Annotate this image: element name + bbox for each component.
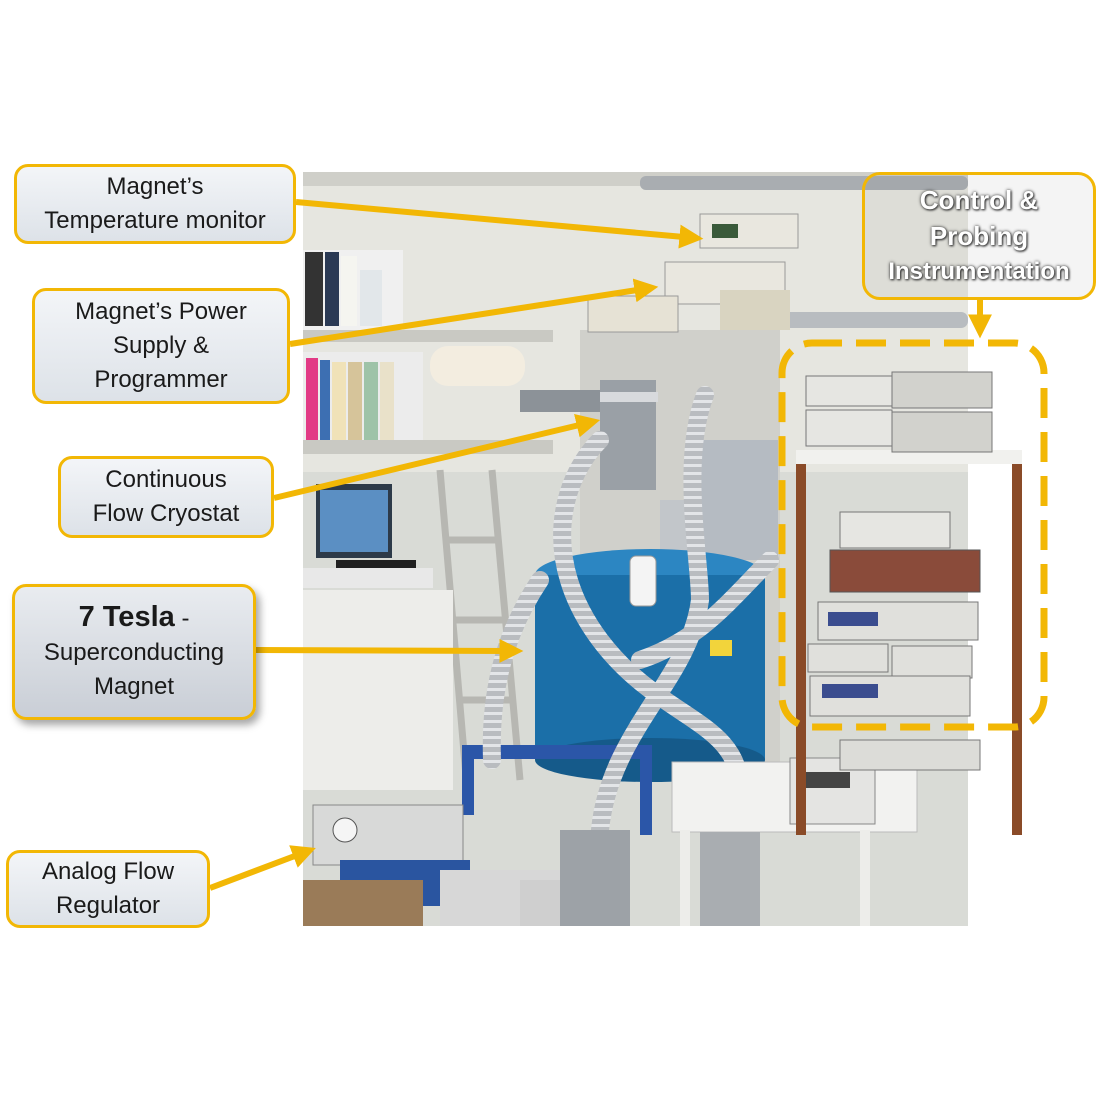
callout-magnet: 7 Tesla - Superconducting Magnet xyxy=(12,584,256,720)
cryostat-top xyxy=(520,380,778,560)
callout-power-supply-line1: Magnet’s Power xyxy=(75,298,247,325)
callout-temperature-monitor-line1: Magnet’s xyxy=(106,173,204,200)
callout-magnet-title-row: 7 Tesla - xyxy=(79,600,190,636)
callout-magnet-line3: Magnet xyxy=(93,673,175,700)
callout-control-line3: Instrumentation xyxy=(888,258,1070,285)
callout-temperature-monitor: Magnet’s Temperature monitor xyxy=(14,164,296,244)
flow-regulator-device xyxy=(303,804,470,926)
callout-cryostat-line2: Flow Cryostat xyxy=(92,500,240,527)
callout-cryostat-line1: Continuous xyxy=(105,466,227,493)
callout-magnet-line2: Superconducting xyxy=(43,639,225,666)
callout-power-supply-line2: Supply & xyxy=(112,332,210,359)
callout-temperature-monitor-line2: Temperature monitor xyxy=(44,207,266,234)
callout-power-supply-line3: Programmer xyxy=(94,366,228,393)
callout-control-line1: Control & xyxy=(919,185,1039,215)
callout-flow-regulator-line2: Regulator xyxy=(55,892,161,919)
callout-flow-regulator: Analog Flow Regulator xyxy=(6,850,210,928)
callout-flow-regulator-line1: Analog Flow xyxy=(41,858,175,885)
callout-power-supply: Magnet’s Power Supply & Programmer xyxy=(32,288,290,404)
callout-control-instrumentation: Control & Probing Instrumentation xyxy=(862,172,1096,300)
callout-control-line2: Probing xyxy=(929,221,1029,251)
callout-magnet-title: 7 Tesla xyxy=(78,601,175,633)
callout-cryostat: Continuous Flow Cryostat xyxy=(58,456,274,538)
temperature-monitor-device xyxy=(699,213,799,249)
callout-magnet-dash: - xyxy=(181,605,190,632)
